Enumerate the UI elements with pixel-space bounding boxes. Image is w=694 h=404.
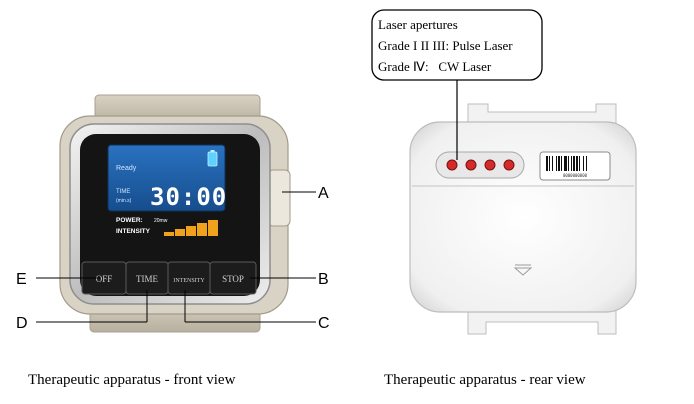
- barcode-stripe: [571, 156, 572, 171]
- laser-aperture-1: [446, 159, 458, 171]
- laser-aperture-3: [484, 159, 496, 171]
- intensity-bar: [197, 223, 207, 236]
- barcode-stripe: [586, 156, 587, 171]
- intensity-bar: [164, 232, 174, 236]
- time-button-label: TIME: [136, 274, 158, 284]
- callout-c: C: [318, 315, 330, 332]
- lcd-time-unit: (min.s): [116, 198, 132, 204]
- rear-arrow-mark: [513, 267, 533, 276]
- lcd-screen: [107, 144, 226, 212]
- intensity-bar: [208, 220, 218, 236]
- laser-aperture-panel: [435, 151, 525, 179]
- barcode-stripe: [549, 156, 550, 171]
- barcode-stripe: [583, 156, 584, 171]
- battery-icon: [207, 150, 218, 167]
- barcode-stripe: [546, 156, 548, 171]
- barcode-stripe: [568, 156, 569, 171]
- callout-lines: [36, 191, 316, 323]
- front-view: Ready TIME (min.s) 30:00 POWER: 20mw INT…: [16, 94, 330, 388]
- barcode-stripe: [556, 156, 557, 171]
- front-caption: Therapeutic apparatus - front view: [28, 372, 236, 388]
- lcd-time-label: TIME: [116, 189, 130, 195]
- callout-line-2: Grade I II III: Pulse Laser: [378, 38, 513, 53]
- front-buttons: OFF TIME INTENSITY STOP: [81, 261, 257, 295]
- rear-caption: Therapeutic apparatus - rear view: [384, 372, 586, 388]
- barcode-stripe: [564, 156, 567, 171]
- rear-view: 0000000000 Laser apertures Grade I II II…: [371, 9, 637, 388]
- callout-line-1: Laser apertures: [378, 17, 458, 32]
- barcode-bars: [546, 156, 587, 171]
- barcode-stripe: [552, 156, 553, 171]
- intensity-bar: [175, 229, 185, 236]
- callout-d: D: [16, 315, 28, 332]
- barcode-stripe: [558, 156, 560, 171]
- laser-aperture-2: [465, 159, 477, 171]
- stop-button-label: STOP: [222, 274, 244, 284]
- lcd-status: Ready: [116, 165, 137, 172]
- intensity-bar: [186, 226, 196, 236]
- barcode-stripe: [576, 156, 578, 171]
- intensity-label: INTENSITY: [116, 228, 151, 235]
- rear-shell: [409, 121, 637, 313]
- intensity-button-label: INTENSITY: [173, 278, 205, 284]
- lcd-time-value: 30:00: [150, 183, 227, 211]
- barcode-number: 0000000000: [563, 173, 588, 178]
- callout-b: B: [318, 271, 329, 288]
- callout-e: E: [16, 271, 27, 288]
- intensity-bars: [164, 220, 218, 236]
- power-value: 20mw: [154, 218, 168, 224]
- callout-line-3: Grade Ⅳ: CW Laser: [378, 59, 492, 74]
- side-button[interactable]: [267, 169, 291, 227]
- power-label: POWER:: [116, 217, 143, 224]
- laser-apertures: [446, 159, 515, 171]
- laser-aperture-4: [503, 159, 515, 171]
- callout-a: A: [318, 185, 329, 202]
- off-button-label: OFF: [96, 274, 113, 284]
- barcode-stripe: [561, 156, 562, 171]
- barcode-stripe: [573, 156, 575, 171]
- barcode-stripe: [579, 156, 580, 171]
